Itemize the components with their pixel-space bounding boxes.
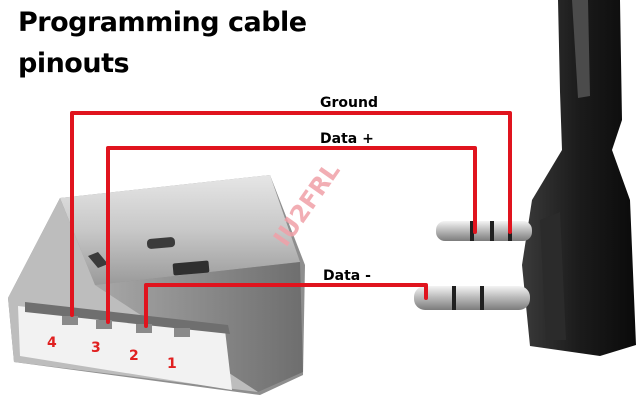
usb-lock-hole bbox=[146, 237, 176, 249]
lower-pin-ring bbox=[480, 286, 484, 310]
plug-cable-highlight bbox=[572, 0, 590, 98]
lower-pin bbox=[414, 286, 530, 310]
upper-pin-ring bbox=[470, 221, 474, 241]
upper-pin-shaft bbox=[436, 221, 532, 241]
usb-contact bbox=[174, 328, 190, 337]
data-plus-wire bbox=[106, 146, 477, 324]
ground-wire bbox=[70, 111, 512, 317]
plug-shadow bbox=[540, 212, 566, 340]
data-minus-label: Data - bbox=[323, 268, 371, 284]
usb-lock-hole bbox=[88, 252, 108, 268]
wiring bbox=[70, 111, 512, 328]
ground-label: Ground bbox=[320, 95, 378, 111]
usb-contact bbox=[62, 316, 78, 325]
lower-pin-ring bbox=[452, 286, 456, 310]
lower-pin-shaft bbox=[414, 286, 530, 310]
upper-pin bbox=[436, 221, 532, 241]
upper-pin-ring bbox=[490, 221, 494, 241]
usb-pin-2-label: 2 bbox=[129, 348, 139, 364]
usb-pin-3-label: 3 bbox=[91, 340, 101, 356]
usb-contact bbox=[136, 324, 152, 333]
usb-pin-4-label: 4 bbox=[47, 335, 57, 351]
usb-contact-cavity bbox=[25, 302, 230, 334]
usb-top-face bbox=[60, 175, 300, 285]
data-minus-wire bbox=[144, 283, 428, 328]
usb-lock-hole bbox=[172, 260, 210, 276]
data-plus-label: Data + bbox=[320, 131, 374, 147]
usb-contact bbox=[96, 320, 112, 329]
usb-pin-1-label: 1 bbox=[167, 356, 177, 372]
kenwood-plug bbox=[522, 0, 636, 356]
